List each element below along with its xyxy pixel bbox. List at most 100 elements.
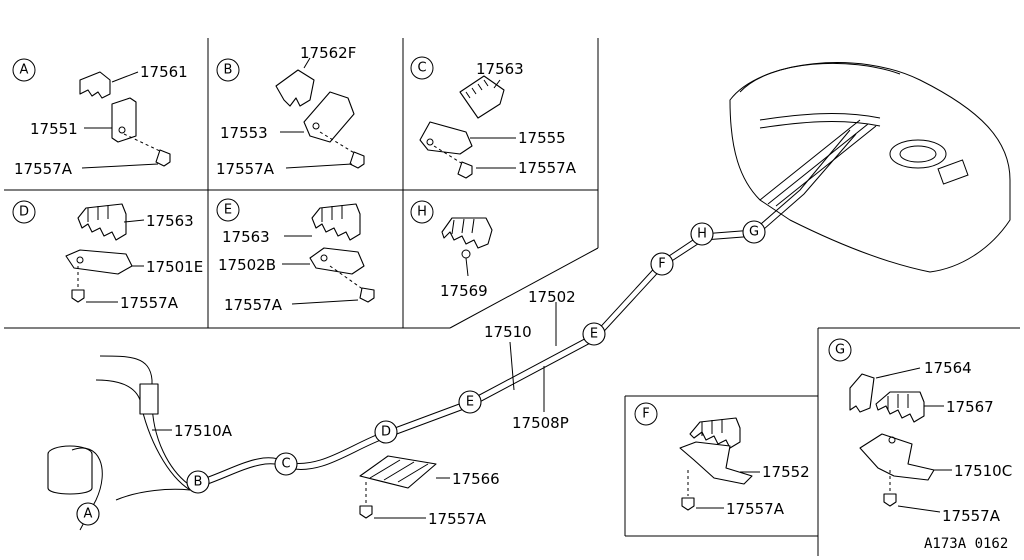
part-label: 17557A — [14, 160, 73, 178]
route-marker-b: B — [186, 470, 210, 494]
fuel-pump-cap — [889, 139, 947, 169]
route-marker-c: C — [274, 452, 298, 476]
part-label: 17562F — [300, 44, 356, 62]
part-label: 17567 — [946, 398, 994, 416]
route-marker-g: G — [742, 220, 766, 244]
part-label: 17501E — [146, 258, 203, 276]
bolt-17557a — [71, 289, 85, 303]
bracket-17555 — [419, 121, 473, 155]
route-marker-e-lower: E — [458, 390, 482, 414]
panel-g: G 17564 17567 17510C 17557A — [828, 338, 1012, 525]
svg-text:A: A — [84, 507, 93, 522]
panel-b-marker — [216, 58, 240, 82]
panel-f: F 17552 17557A — [634, 402, 810, 518]
panel-d-letter: D — [19, 205, 29, 220]
panel-e: E 17563 17502B 17557A — [216, 198, 375, 314]
part-label: 17557A — [428, 510, 487, 528]
part-label: 17551 — [30, 120, 78, 138]
svg-text:D: D — [381, 425, 391, 440]
part-label: 17552 — [762, 463, 810, 481]
part-label: 17557A — [216, 160, 275, 178]
part-label: 17569 — [440, 282, 488, 300]
panel-a-letter: A — [20, 63, 29, 78]
panel-e-letter: E — [224, 203, 232, 218]
fuel-tank-illustration — [729, 62, 1011, 273]
panel-c: C 17563 17555 17557A — [410, 56, 577, 179]
panel-b: B 17562F 17553 17557A — [216, 44, 365, 178]
route-marker-d: D — [374, 420, 398, 444]
part-label: 17502B — [218, 256, 276, 274]
part-label: 17557A — [726, 500, 785, 518]
svg-text:F: F — [658, 257, 665, 272]
bolt-17557a — [883, 493, 897, 507]
bracket-17551 — [111, 97, 137, 143]
bolt-17557a — [349, 151, 365, 169]
route-marker-h: H — [690, 222, 714, 246]
part-label: 17510 — [484, 323, 532, 341]
panel-c-letter: C — [417, 61, 426, 76]
panel-h: H 17569 — [410, 200, 493, 300]
svg-text:E: E — [590, 327, 598, 342]
part-label: 17557A — [942, 507, 1001, 525]
canister — [47, 454, 93, 495]
panel-c-marker — [410, 56, 434, 80]
panel-h-marker — [410, 200, 434, 224]
bolt-17557a — [681, 497, 695, 511]
panel-f-letter: F — [642, 407, 649, 422]
part-label: 17555 — [518, 129, 566, 147]
diagram-code: A173A 0162 — [924, 536, 1008, 552]
clip-17569 — [441, 217, 493, 249]
part-label: 17563 — [222, 228, 270, 246]
part-label: 17557A — [120, 294, 179, 312]
route-marker-f: F — [650, 252, 674, 276]
bracket-17502b — [309, 247, 365, 275]
part-label: 17502 — [528, 288, 576, 306]
bolt-17557a — [155, 149, 171, 167]
part-label: 17510A — [174, 422, 233, 440]
part-label: 17508P — [512, 414, 569, 432]
bracket-17552 — [679, 441, 753, 485]
panel-g-marker — [828, 338, 852, 362]
bracket-17501e — [65, 249, 133, 275]
svg-text:G: G — [749, 225, 759, 240]
clip-17564 — [849, 373, 875, 413]
panel-a-marker — [12, 58, 36, 82]
svg-text:B: B — [194, 475, 203, 490]
clip-17563 — [311, 203, 361, 241]
clip-17562f — [275, 69, 315, 107]
bolt-17557a — [457, 161, 473, 179]
fuel-tube-route: 17510A 17510 17502 17508P 17566 17557A A… — [47, 129, 857, 531]
svg-text:E: E — [466, 395, 474, 410]
panel-h-letter: H — [417, 205, 427, 220]
clip-17563 — [459, 75, 505, 119]
part-label: 17566 — [452, 470, 500, 488]
panel-b-letter: B — [224, 63, 233, 78]
clip-17561 — [79, 71, 111, 99]
panel-g-letter: G — [835, 343, 845, 358]
bolt-17557a — [359, 287, 375, 303]
bracket-17510c — [859, 433, 935, 481]
panel-grid — [4, 38, 1020, 556]
svg-text:C: C — [281, 457, 290, 472]
fuel-filter — [139, 383, 159, 415]
panel-a: A 17561 17551 17557A — [12, 58, 188, 178]
bracket-17553 — [303, 91, 355, 143]
panel-f-marker — [634, 402, 658, 426]
svg-text:H: H — [697, 227, 707, 242]
part-label: 17561 — [140, 63, 188, 81]
clip-17563 — [77, 203, 127, 241]
part-label: 17563 — [476, 60, 524, 78]
part-label: 17557A — [224, 296, 283, 314]
route-marker-e-upper: E — [582, 322, 606, 346]
part-label: 17557A — [518, 159, 577, 177]
panel-e-marker — [216, 198, 240, 222]
part-label: 17510C — [954, 462, 1012, 480]
part-label: 17563 — [146, 212, 194, 230]
panel-d: D 17563 17501E 17557A — [12, 200, 203, 312]
part-label: 17564 — [924, 359, 972, 377]
route-marker-a: A — [76, 502, 100, 526]
part-label: 17553 — [220, 124, 268, 142]
clip-17567 — [875, 391, 925, 423]
